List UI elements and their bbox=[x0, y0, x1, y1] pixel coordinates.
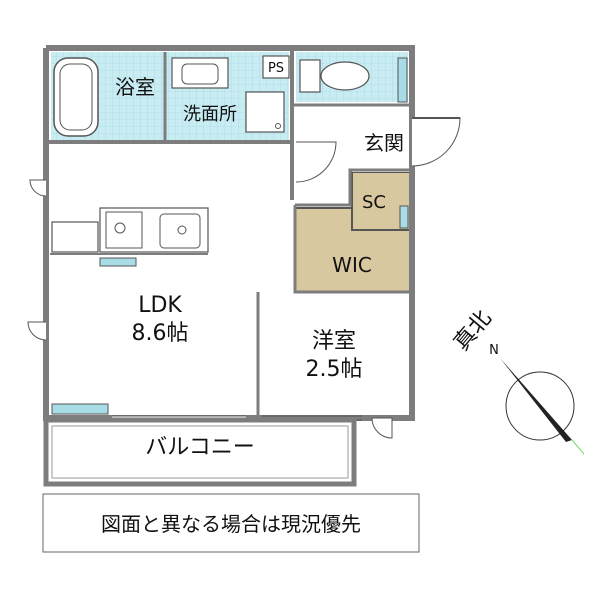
compass-pointer-line bbox=[571, 439, 585, 455]
ps-box bbox=[262, 55, 290, 79]
western-size-label: 2.5帖 bbox=[306, 357, 363, 382]
western-door-swing bbox=[371, 417, 393, 439]
stove bbox=[105, 211, 143, 249]
toilet-window bbox=[397, 57, 408, 103]
sc-label: SC bbox=[362, 192, 386, 213]
wic-label: WIC bbox=[332, 253, 372, 277]
balcony-label: バルコニー bbox=[145, 435, 255, 460]
bath-label-floor bbox=[105, 52, 165, 140]
balcony bbox=[43, 417, 357, 487]
ldk-name-label: LDK bbox=[138, 293, 182, 318]
entrance-label: 玄関 bbox=[364, 131, 404, 155]
washer-drain bbox=[275, 123, 281, 129]
ldk-size-label: 8.6帖 bbox=[132, 321, 189, 346]
western-name-label: 洋室 bbox=[312, 329, 356, 354]
sc-window bbox=[399, 205, 409, 229]
washer-pan bbox=[245, 91, 285, 133]
kitchen-window bbox=[99, 257, 137, 267]
notice-box bbox=[42, 493, 420, 553]
side-door-left-upper bbox=[29, 179, 47, 197]
toilet-tank bbox=[299, 59, 321, 93]
bathtub bbox=[53, 57, 99, 137]
compass-needle bbox=[500, 358, 572, 442]
hall-door-swing bbox=[295, 141, 337, 183]
toilet-bowl bbox=[320, 61, 370, 91]
ps-label: PS bbox=[268, 61, 284, 76]
sink bbox=[159, 213, 201, 249]
balcony-inner bbox=[51, 425, 349, 479]
compass: 真北 N bbox=[449, 306, 585, 455]
compass-circle bbox=[505, 371, 575, 441]
bathtub-inner bbox=[59, 63, 93, 131]
notice-text: 図面と異なる場合は現況優先 bbox=[101, 512, 361, 536]
compass-n-letter: N bbox=[489, 343, 499, 358]
washroom-label: 洗面所 bbox=[183, 104, 237, 125]
entrance-door-swing bbox=[411, 117, 461, 167]
sink-drain bbox=[177, 225, 187, 235]
bath-label: 浴室 bbox=[115, 75, 155, 99]
side-door-left-lower bbox=[27, 321, 47, 341]
fridge-space bbox=[51, 221, 99, 253]
washbasin bbox=[171, 57, 229, 89]
ldk-window bbox=[51, 403, 109, 415]
entrance-floor bbox=[352, 110, 410, 172]
washbasin-bowl bbox=[181, 63, 219, 85]
burner bbox=[114, 222, 126, 234]
